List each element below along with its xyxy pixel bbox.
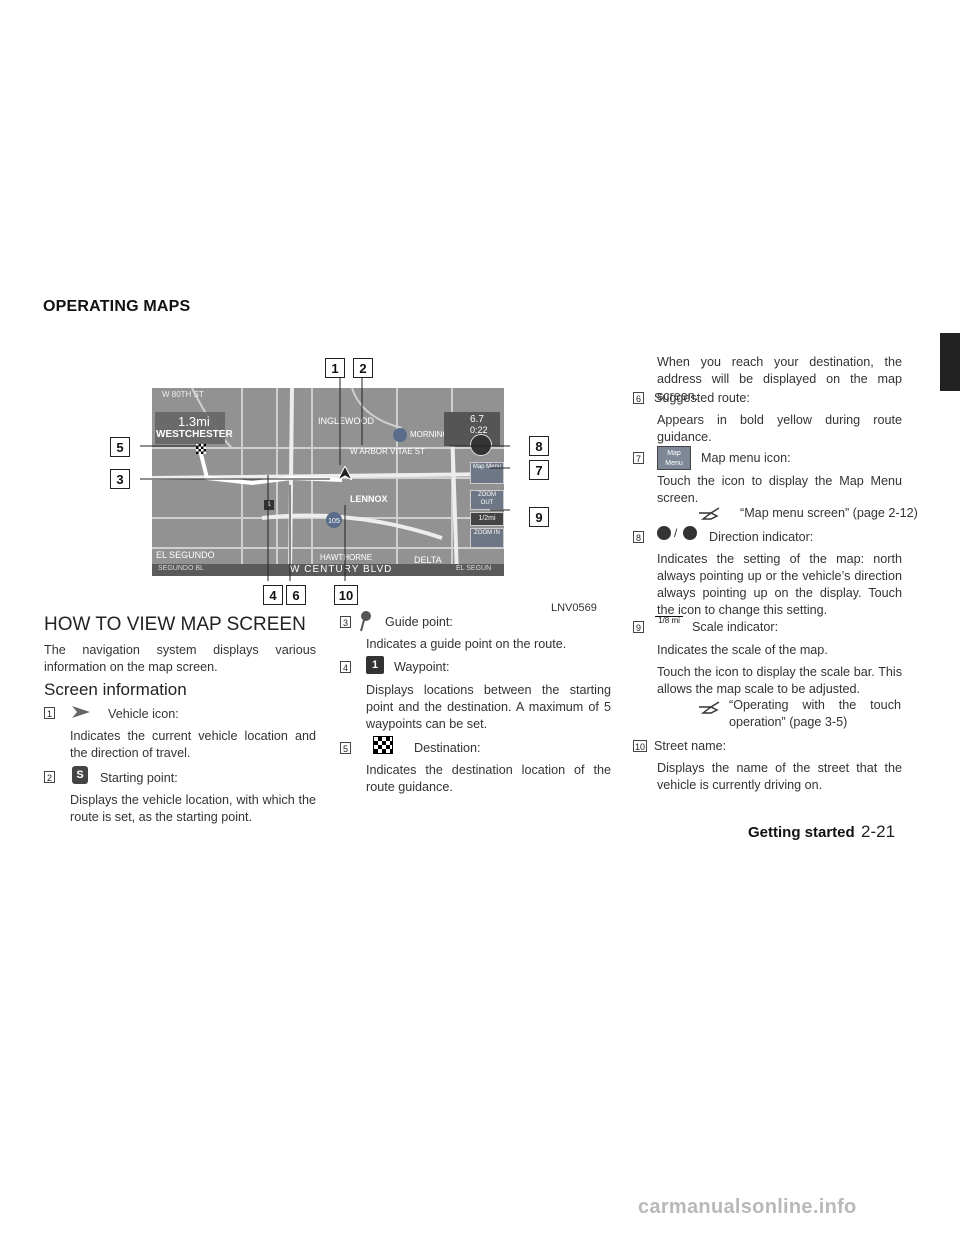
vehicle-icon (338, 466, 352, 480)
item-label-4: Waypoint: (394, 660, 450, 674)
destination-flag-icon (373, 736, 393, 754)
item-label-3: Guide point: (385, 615, 453, 629)
item-label-10: Street name: (654, 739, 727, 753)
footer-page-number: 2-21 (861, 822, 896, 841)
pointing-hand-icon (699, 701, 720, 714)
callout-3: 3 (110, 469, 130, 489)
map-label-westchester: WESTCHESTER (156, 429, 233, 440)
item-label-2: Starting point: (100, 771, 178, 785)
item-desc-9: Indicates the scale of the map. (657, 643, 828, 657)
intro-paragraph: The navigation system displays various i… (44, 643, 316, 674)
item-number-1: 1 (44, 707, 55, 719)
callout-8: 8 (529, 436, 549, 456)
item-desc-1: Indicates the current vehicle location a… (70, 729, 316, 760)
item-ref-9: “Operating with the touch operation” (pa… (729, 698, 901, 729)
bottom-left-street: SEGUNDO BL (158, 565, 204, 572)
item-number-7: 7 (633, 452, 644, 464)
eta-distance: 6.7 (470, 414, 484, 425)
guide-point-icon (360, 611, 371, 632)
current-street-name: W CENTURY BLVD (290, 564, 393, 575)
item-label-7: Map menu icon: (701, 451, 791, 465)
footer-section: Getting started (748, 824, 855, 841)
waypoint-icon: 1 (264, 500, 274, 510)
eta-time: 0:22 (470, 425, 488, 435)
item-number-4: 4 (340, 661, 351, 673)
destination-flag-icon (196, 444, 206, 454)
callout-7: 7 (529, 460, 549, 480)
callout-2: 2 (353, 358, 373, 378)
direction-indicator-icon[interactable] (470, 434, 492, 456)
callout-1: 1 (325, 358, 345, 378)
item-number-5: 5 (340, 742, 351, 754)
heading-up-icon (683, 526, 697, 540)
map-label-lennox: LENNOX (350, 494, 388, 504)
item-number-9: 9 (633, 621, 644, 633)
item-desc-6: Appears in bold yellow during route guid… (657, 413, 902, 444)
starting-point-icon: S (72, 766, 88, 784)
map-label-elsegundo: EL SEGUNDO (156, 550, 215, 560)
scale-indicator[interactable]: 1/2mi (470, 512, 504, 526)
item-desc-8: Indicates the setting of the map: north … (657, 552, 902, 617)
item-desc-10: Displays the name of the street that the… (657, 761, 902, 792)
bottom-right-street: EL SEGUN (456, 565, 492, 572)
item-number-6: 6 (633, 392, 644, 404)
item-number-3: 3 (340, 616, 351, 628)
callout-9: 9 (529, 507, 549, 527)
vehicle-icon (72, 706, 90, 718)
item-desc-2: Displays the vehicle location, with whic… (70, 793, 316, 824)
item-desc-9b: Touch the icon to display the scale bar.… (657, 665, 902, 696)
item-number-8: 8 (633, 531, 644, 543)
watermark: carmanualsonline.info (638, 1196, 857, 1218)
zoom-out-button[interactable]: ZOOM OUT (470, 490, 504, 510)
item-desc-4: Displays locations between the starting … (366, 683, 611, 731)
map-label-hawthorne: HAWTHORNE (320, 553, 373, 562)
map-label-80th: W 80TH ST (162, 390, 204, 399)
map-label-arbor: W ARBOR VITAE ST (350, 447, 425, 456)
item-desc-7: Touch the icon to display the Map Menu s… (657, 474, 902, 505)
map-label-delta: DELTA (414, 555, 442, 565)
callout-10: 10 (334, 585, 358, 605)
item-number-2: 2 (44, 771, 55, 783)
callout-5: 5 (110, 437, 130, 457)
item-desc-3: Indicates a guide point on the route. (366, 637, 567, 651)
item-label-5: Destination: (414, 741, 481, 755)
item-number-10: 10 (633, 740, 647, 752)
zoom-in-button[interactable]: ZOOM IN (470, 528, 504, 548)
chapter-tab (940, 333, 960, 391)
callout-6: 6 (286, 585, 306, 605)
subheading: Screen information (44, 680, 187, 699)
main-heading: HOW TO VIEW MAP SCREEN (44, 614, 306, 635)
item-desc-5: Indicates the destination location of th… (366, 763, 611, 794)
pointing-hand-icon (699, 507, 720, 520)
map-label-inglewood: INGLEWOOD (318, 416, 375, 426)
map-menu-icon: Map Menu (657, 446, 691, 470)
callout-4: 4 (263, 585, 283, 605)
destination-continuation: When you reach your destination, the add… (657, 355, 902, 403)
icon-separator: / (674, 526, 678, 540)
street-name-bar: SEGUNDO BL W CENTURY BLVD EL SEGUN (152, 564, 504, 576)
figure-code: LNV0569 (551, 602, 597, 614)
section-title: OPERATING MAPS (43, 298, 191, 315)
item-label-9: Scale indicator: (692, 620, 779, 634)
scale-icon: 1/8 mi (655, 616, 683, 625)
item-label-6: Suggested route: (654, 391, 750, 405)
map-figure: 105 1.3mi WESTCHESTER W 80TH ST INGLEWOO… (152, 388, 504, 576)
map-distance: 1.3mi (178, 414, 210, 429)
svg-text:105: 105 (328, 518, 340, 525)
waypoint-icon: 1 (366, 656, 384, 674)
item-label-8: Direction indicator: (709, 530, 814, 544)
item-label-1: Vehicle icon: (108, 707, 179, 721)
north-up-icon (657, 526, 671, 540)
item-ref-7: “Map menu screen” (page 2-12) (740, 506, 918, 520)
callout-lines (140, 377, 510, 581)
